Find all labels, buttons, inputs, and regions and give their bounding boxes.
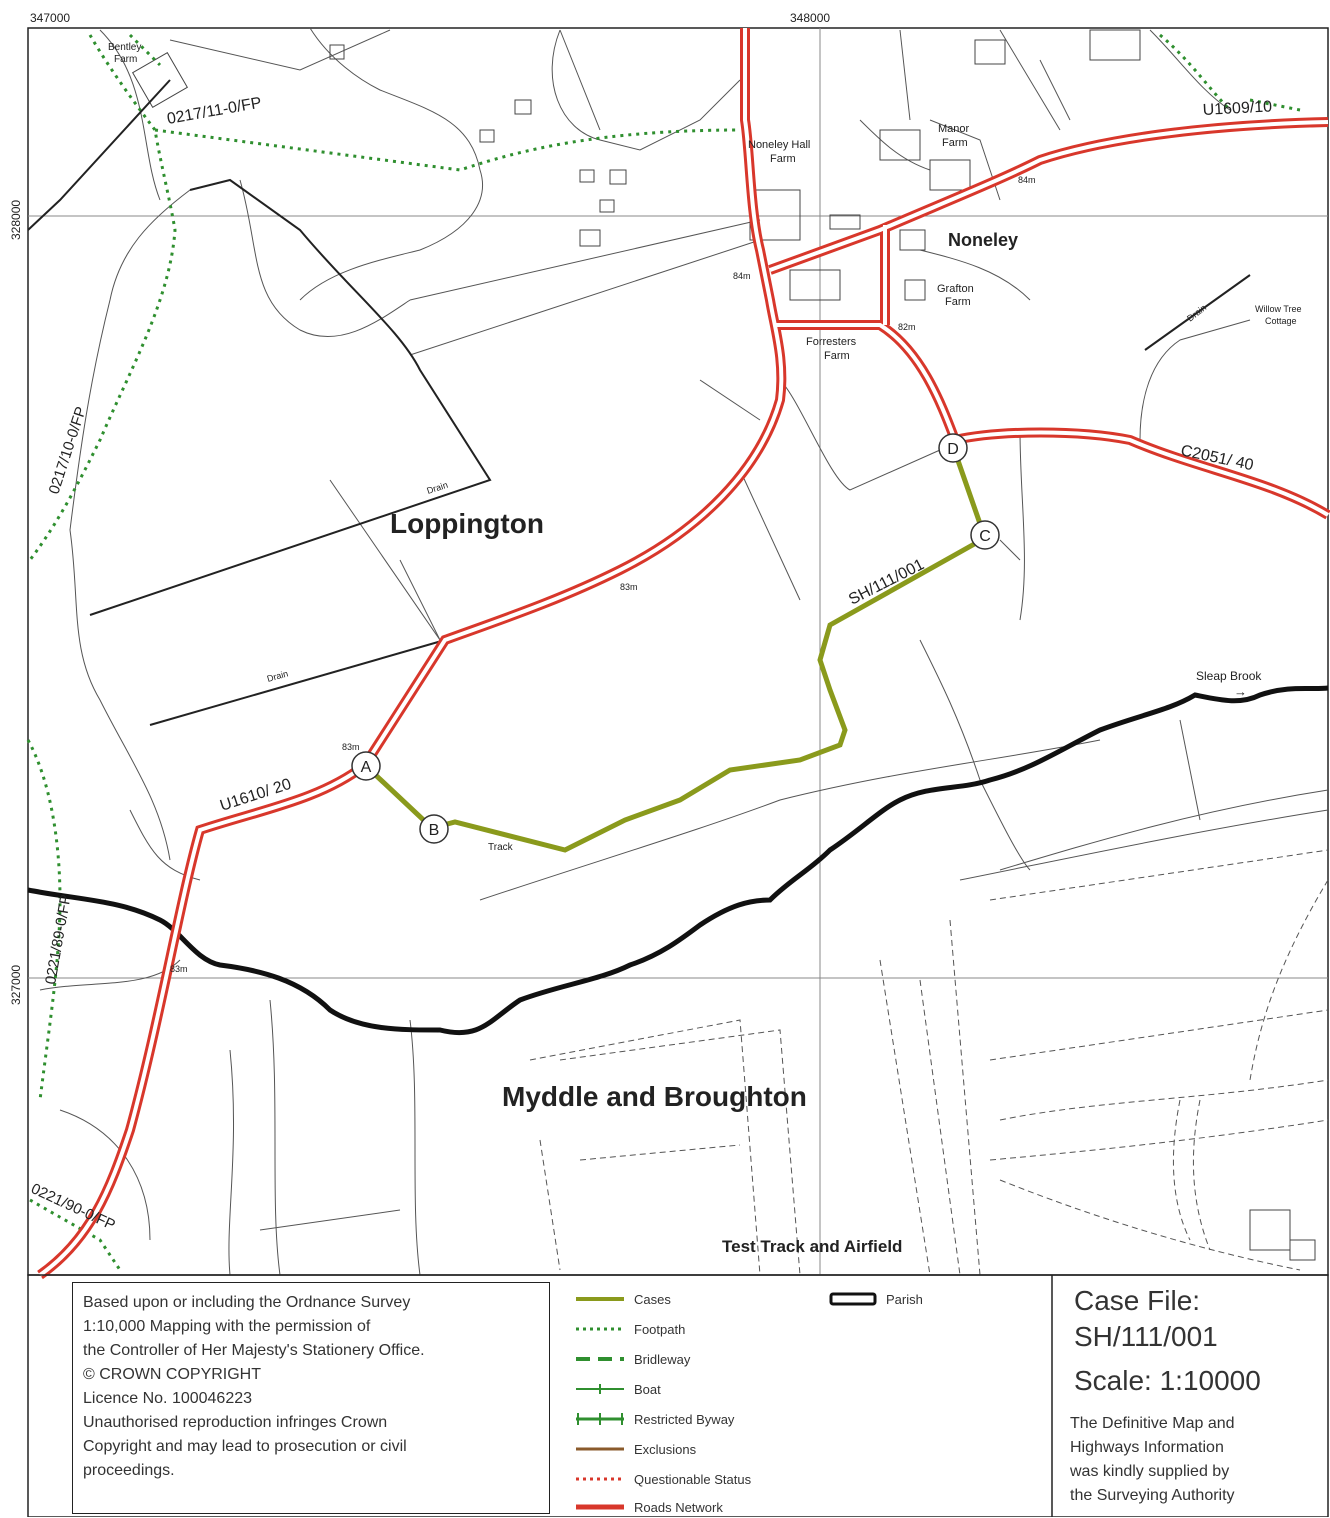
cases-swatch-icon <box>576 1297 624 1301</box>
legend-label: Questionable Status <box>634 1471 752 1487</box>
legend-label: Restricted Byway <box>634 1411 735 1427</box>
restricted-byway-swatch-icon <box>576 1413 624 1425</box>
parish-boundary <box>27 685 1329 1036</box>
legend-label: Parish <box>886 1291 923 1307</box>
grid-label-northing-top: 328000 <box>9 200 23 240</box>
manor-farm-label-2: Farm <box>942 137 968 149</box>
forresters-farm-label-2: Farm <box>824 350 850 362</box>
grid-label-northing-bottom: 327000 <box>9 965 23 1005</box>
legend-label: Cases <box>634 1291 671 1307</box>
sleap-brook-label: Sleap Brook <box>1196 669 1262 683</box>
drains <box>27 79 1251 726</box>
svg-text:A: A <box>361 759 372 776</box>
noneley-hall-label-2: Farm <box>770 153 796 165</box>
svg-text:D: D <box>947 441 959 458</box>
map-frame <box>27 27 1329 1276</box>
copyright-line: © CROWN COPYRIGHT <box>83 1366 262 1383</box>
grafton-farm-label-2: Farm <box>945 296 971 308</box>
questionable-status-swatch-icon <box>576 1477 624 1481</box>
bentley-farm-label-2: Farm <box>114 54 137 65</box>
village-name-noneley: Noneley <box>948 230 1018 250</box>
point-c[interactable]: C <box>970 520 1000 550</box>
copyright-line: Unauthorised reproduction infringes Crow… <box>83 1414 388 1431</box>
svg-text:C: C <box>979 528 991 545</box>
copyright-line: Based upon or including the Ordnance Sur… <box>83 1294 411 1311</box>
copyright-line: Copyright and may lead to prosecution or… <box>83 1438 407 1455</box>
data-source-note: The Definitive Map and Highways Informat… <box>1070 1412 1326 1508</box>
roads-network-swatch-icon <box>576 1504 624 1510</box>
legend-item-parish: Parish <box>828 1288 923 1310</box>
boat-swatch-icon <box>576 1384 624 1394</box>
copyright-line: proceedings. <box>83 1462 175 1479</box>
manor-farm-label: Manor <box>938 123 970 135</box>
airfield <box>529 849 1329 1276</box>
legend-item-questionable-status: Questionable Status <box>574 1468 751 1490</box>
legend: Cases Footpath Bridleway Boat Restricted… <box>570 1282 1040 1515</box>
test-track-label: Test Track and Airfield <box>722 1237 902 1256</box>
grafton-farm-label: Grafton <box>937 283 974 295</box>
svg-text:B: B <box>429 822 440 839</box>
spot-height-label: 82m <box>898 322 916 332</box>
note-line: The Definitive Map and <box>1070 1415 1235 1432</box>
spot-height-label: 84m <box>1018 175 1036 185</box>
parish-name-loppington: Loppington <box>390 508 544 539</box>
grid-label-easting-left: 347000 <box>30 11 70 25</box>
willow-tree-label-2: Cottage <box>1265 316 1297 326</box>
legend-label: Bridleway <box>634 1351 691 1367</box>
bentley-farm-label: Bentley <box>108 42 141 53</box>
copyright-notice: Based upon or including the Ordnance Sur… <box>72 1282 550 1514</box>
legend-item-roads-network: Roads Network <box>574 1496 723 1518</box>
bridleway-swatch-icon <box>576 1357 624 1361</box>
case-route <box>364 451 989 853</box>
track-label: Track <box>488 842 514 853</box>
copyright-line: Licence No. 100046223 <box>83 1390 253 1407</box>
grid-label-easting-mid: 348000 <box>790 11 830 25</box>
willow-tree-label: Willow Tree <box>1255 304 1302 314</box>
case-file-panel: Case File: SH/111/001 Scale: 1:10000 The… <box>1058 1282 1326 1514</box>
parish-name-myddle: Myddle and Broughton <box>502 1081 807 1112</box>
legend-label: Footpath <box>634 1321 686 1337</box>
spot-height-label: 83m <box>620 582 638 592</box>
point-a[interactable]: A <box>351 751 381 781</box>
footpaths <box>26 33 1301 1271</box>
point-d[interactable]: D <box>938 433 968 463</box>
spot-height-label: 83m <box>170 964 188 974</box>
note-line: was kindly supplied by <box>1070 1463 1230 1480</box>
point-b[interactable]: B <box>419 814 449 844</box>
footer-frame <box>27 1274 1329 1517</box>
route-label-u1609: U1609/10 <box>1202 98 1272 119</box>
brook-arrow-icon: → <box>1234 684 1247 699</box>
note-line: Highways Information <box>1070 1439 1224 1456</box>
forresters-farm-label: Forresters <box>806 336 857 348</box>
roads <box>37 28 1330 1280</box>
legend-label: Boat <box>634 1381 661 1397</box>
parish-swatch-icon <box>829 1292 877 1306</box>
exclusions-swatch-icon <box>576 1447 624 1451</box>
note-line: the Surveying Authority <box>1070 1487 1235 1504</box>
legend-item-cases: Cases <box>574 1288 671 1310</box>
spot-height-label: 84m <box>733 271 751 281</box>
legend-item-bridleway: Bridleway <box>574 1348 690 1370</box>
legend-label: Exclusions <box>634 1441 697 1457</box>
case-file-id: SH/111/001 <box>1074 1321 1218 1352</box>
case-scale: Scale: 1:10000 <box>1074 1365 1261 1396</box>
route-points: A B C D <box>351 433 1000 844</box>
legend-item-boat: Boat <box>574 1378 661 1400</box>
copyright-line: the Controller of Her Majesty's Statione… <box>83 1342 425 1359</box>
noneley-hall-label: Noneley Hall <box>748 139 810 151</box>
copyright-line: 1:10,000 Mapping with the permission of <box>83 1318 371 1335</box>
footpath-swatch-icon <box>576 1327 624 1331</box>
field-boundaries <box>39 27 1329 1276</box>
legend-item-exclusions: Exclusions <box>574 1438 696 1460</box>
legend-item-footpath: Footpath <box>574 1318 685 1340</box>
case-file-label: Case File: <box>1074 1285 1201 1316</box>
spot-height-label: 83m <box>342 742 360 752</box>
legend-item-restricted-byway: Restricted Byway <box>574 1408 734 1430</box>
legend-label: Roads Network <box>634 1499 723 1515</box>
